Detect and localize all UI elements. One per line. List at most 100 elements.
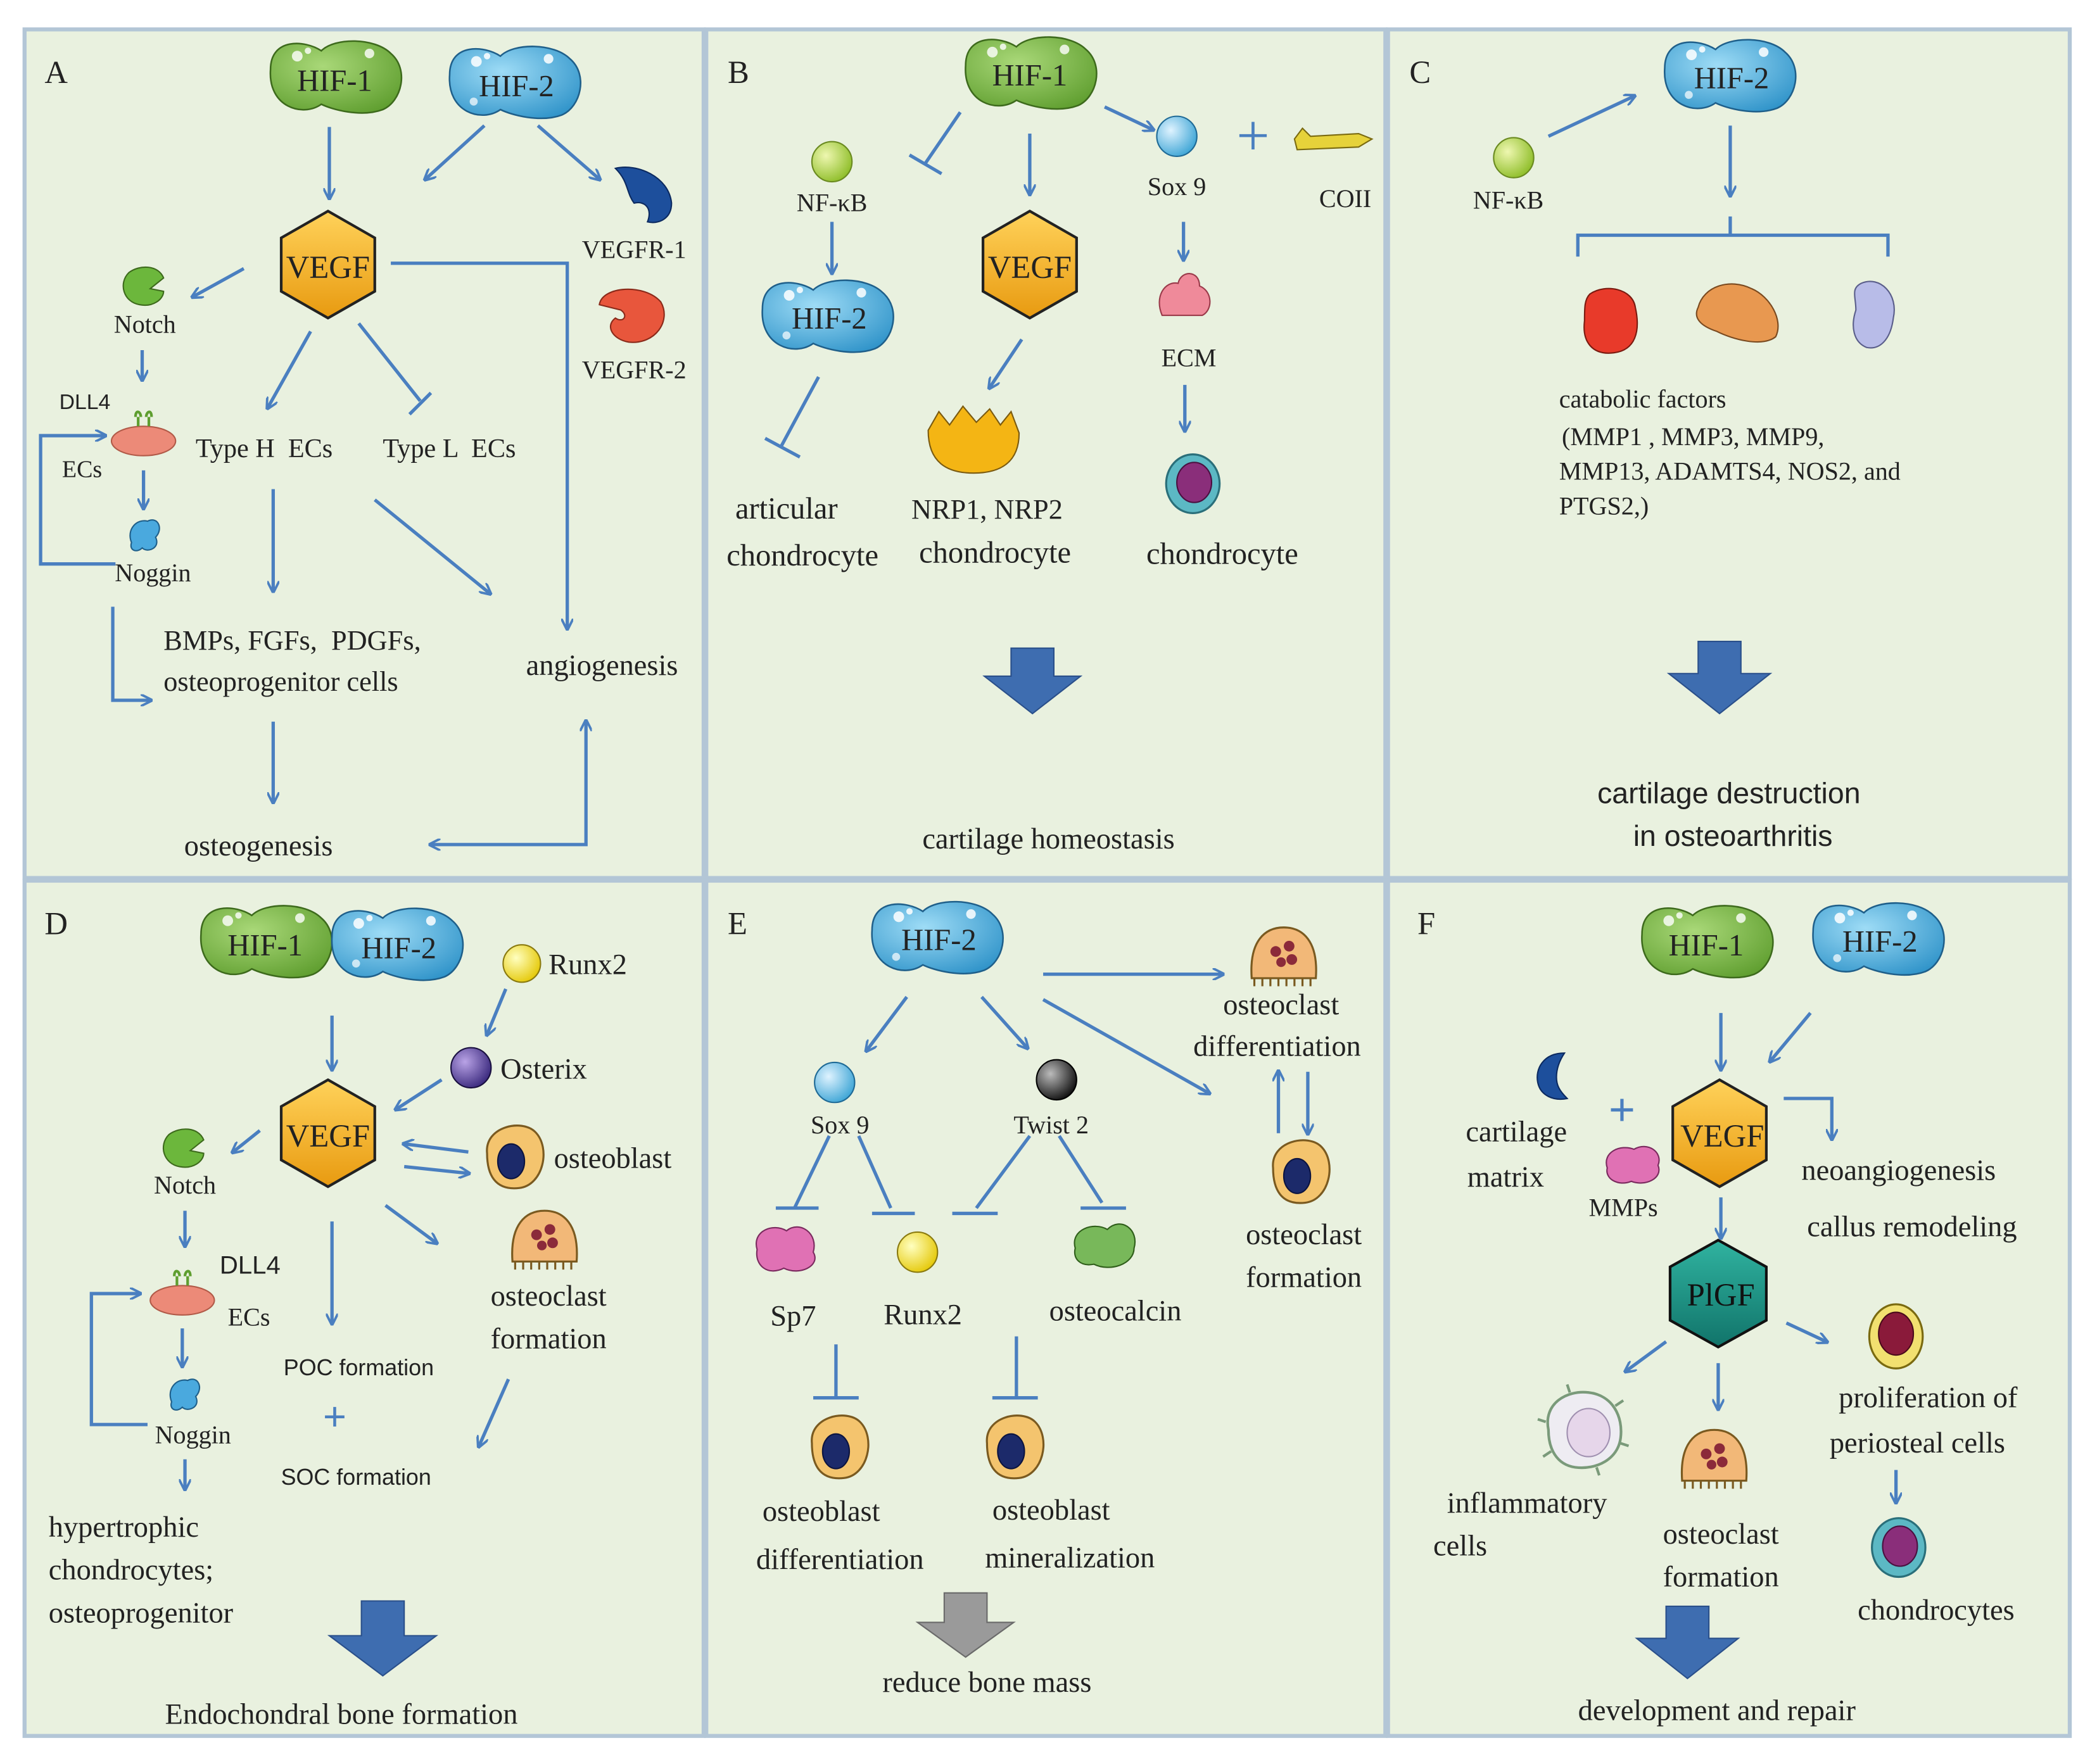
sox-9-ball-icon [814, 1061, 856, 1104]
callus-remodeling-label: callus remodeling [1807, 1211, 2017, 1243]
catabolic-list-line-2: MMP13, ADAMTS4, NOS2, and [1559, 457, 1901, 486]
panel-e-arrows [775, 974, 1308, 1400]
sox-9-ball-icon [1156, 115, 1198, 157]
hif-2-label: HIF-2 [901, 924, 977, 957]
panel-letter: F [1417, 905, 1435, 941]
chondrocytes-label: chondrocytes [1858, 1594, 2015, 1627]
panel-d: D HIF-1 HIF-2 Runx2 Osterix VEGF osteobl… [44, 905, 672, 1731]
osteoblast-mineralization-label: mineralization [985, 1542, 1155, 1575]
cells-label: cells [1433, 1530, 1487, 1563]
dll4-label: DLL4 [220, 1251, 281, 1279]
panel-letter: A [44, 54, 68, 90]
osteoclast-differentiation-label: differentiation [1193, 1030, 1361, 1062]
plus-sign: + [1609, 1085, 1635, 1135]
vegfr-1-label: VEGFR-1 [582, 235, 687, 263]
osteoblast-label-2: osteoblast [992, 1494, 1110, 1527]
panel-letter: B [728, 54, 749, 90]
plus-sign: + [323, 1394, 346, 1439]
matrix-label: matrix [1467, 1161, 1544, 1194]
noggin-label: Noggin [115, 558, 191, 587]
mmps-label: MMPs [1588, 1194, 1657, 1222]
osteoclast-diff-icon [1250, 926, 1317, 988]
cartilage-matrix-icon [1536, 1052, 1569, 1100]
osteoblast-label: osteoblast [763, 1496, 880, 1528]
notch-label: Notch [154, 1171, 216, 1199]
hif-1-label: HIF-1 [227, 929, 303, 962]
hif-2-label: HIF-2 [1842, 925, 1918, 959]
osteoclast-icon [511, 1209, 578, 1271]
sp7-icon [756, 1226, 816, 1272]
panel-f-arrows [1626, 1012, 1896, 1502]
osterix-label: Osterix [500, 1053, 587, 1085]
osteoclast-label: osteoclast [1663, 1518, 1779, 1551]
soc-formation-label: SOC formation [281, 1465, 431, 1490]
twist-2-ball-icon [1036, 1059, 1077, 1101]
outcome-line-2: in osteoarthritis [1633, 819, 1833, 852]
hif-1-label: HIF-1 [297, 65, 372, 98]
osterix-ball-icon [450, 1047, 492, 1089]
osteoclast-formation-icon [1272, 1139, 1331, 1204]
panel-letter: D [44, 905, 68, 941]
nrp-label: NRP1, NRP2 [911, 494, 1063, 525]
chondrocyte-icon [1165, 453, 1221, 515]
panel-a-arrows [39, 124, 599, 845]
osteoblast-icon [486, 1125, 545, 1190]
osteoblast-diff-icon [811, 1414, 870, 1480]
articular-label: articular [735, 492, 838, 526]
outcome-label: Endochondral bone formation [165, 1699, 518, 1731]
sox-9-label: Sox 9 [1148, 172, 1206, 201]
catabolic-list-line-1: (MMP1 , MMP3, MMP9, [1562, 422, 1824, 451]
type-h-ecs-label: Type H ECs [196, 434, 333, 463]
vegf-label: VEGF [286, 249, 370, 285]
angiogenesis-label: angiogenesis [526, 650, 678, 682]
growth-factors-label: BMPs, FGFs, PDGFs, [163, 625, 421, 656]
noggin-icon [169, 1378, 201, 1411]
runx2-label: Runx2 [548, 949, 627, 981]
outcome-label: reduce bone mass [882, 1666, 1091, 1699]
chondrocyte-icon [1871, 1517, 1927, 1578]
vegfr-1-icon [614, 167, 673, 224]
sox-9-label: Sox 9 [811, 1111, 869, 1139]
vegf-label: VEGF [988, 249, 1072, 285]
sp7-label: Sp7 [770, 1301, 816, 1333]
nrp-chondrocyte-label: chondrocyte [919, 536, 1071, 570]
osteocalcin-label: osteocalcin [1049, 1295, 1182, 1327]
type-l-ecs-label: Type L ECs [383, 434, 516, 463]
vegf-label: VEGF [286, 1118, 370, 1154]
osteocalcin-icon [1074, 1223, 1136, 1268]
osteoblast-label: osteoblast [554, 1143, 672, 1175]
hif-2-label: HIF-2 [479, 70, 554, 103]
catabolic-factor-orange-icon [1695, 283, 1779, 343]
panel-c-arrows [1547, 96, 1890, 257]
ecs-label: ECs [62, 456, 102, 482]
nf-kb-ball-icon [811, 141, 853, 183]
outcome-arrow-icon [915, 1592, 1016, 1658]
mmps-icon [1606, 1145, 1660, 1184]
runx2-label: Runx2 [884, 1299, 962, 1332]
panel-d-arrows [89, 988, 510, 1489]
osteoclast-formation-label: formation [1246, 1262, 1362, 1294]
osteoclast-label-2: osteoclast [1246, 1219, 1362, 1251]
outcome-arrow-icon [327, 1600, 439, 1677]
osteoprogenitor-label: osteoprogenitor cells [163, 666, 398, 697]
outcome-arrow-icon [982, 647, 1083, 715]
osteoclast-formation-label: formation [1663, 1561, 1779, 1593]
hypertrophic-label: hypertrophic [49, 1511, 199, 1544]
osteoclast-label: osteoclast [1223, 989, 1339, 1021]
periosteal-cells-label: periosteal cells [1830, 1427, 2005, 1459]
osteoblast-differentiation-label: differentiation [756, 1544, 924, 1576]
nf-kb-label: NF-κB [797, 188, 868, 217]
ecs-label: ECs [228, 1303, 270, 1332]
osteoprogenitor-label: osteoprogenitor [49, 1597, 234, 1629]
pigf-label: PlGF [1687, 1277, 1755, 1313]
panel-e: E HIF-2 Sox 9 Twist 2 Sp7 Runx2 osteocal… [728, 900, 1362, 1699]
noggin-icon [129, 519, 160, 551]
poc-formation-label: POC formation [284, 1355, 434, 1380]
panel-letter: C [1409, 54, 1431, 90]
panel-f: F HIF-1 HIF-2 VEGF PlGF + cartilage matr… [1417, 902, 2018, 1727]
hif-2-label: HIF-2 [1694, 61, 1770, 95]
catabolic-factor-red-icon [1583, 287, 1638, 354]
vegfr-2-icon [599, 288, 665, 343]
panel-backgrounds [22, 27, 2072, 1738]
